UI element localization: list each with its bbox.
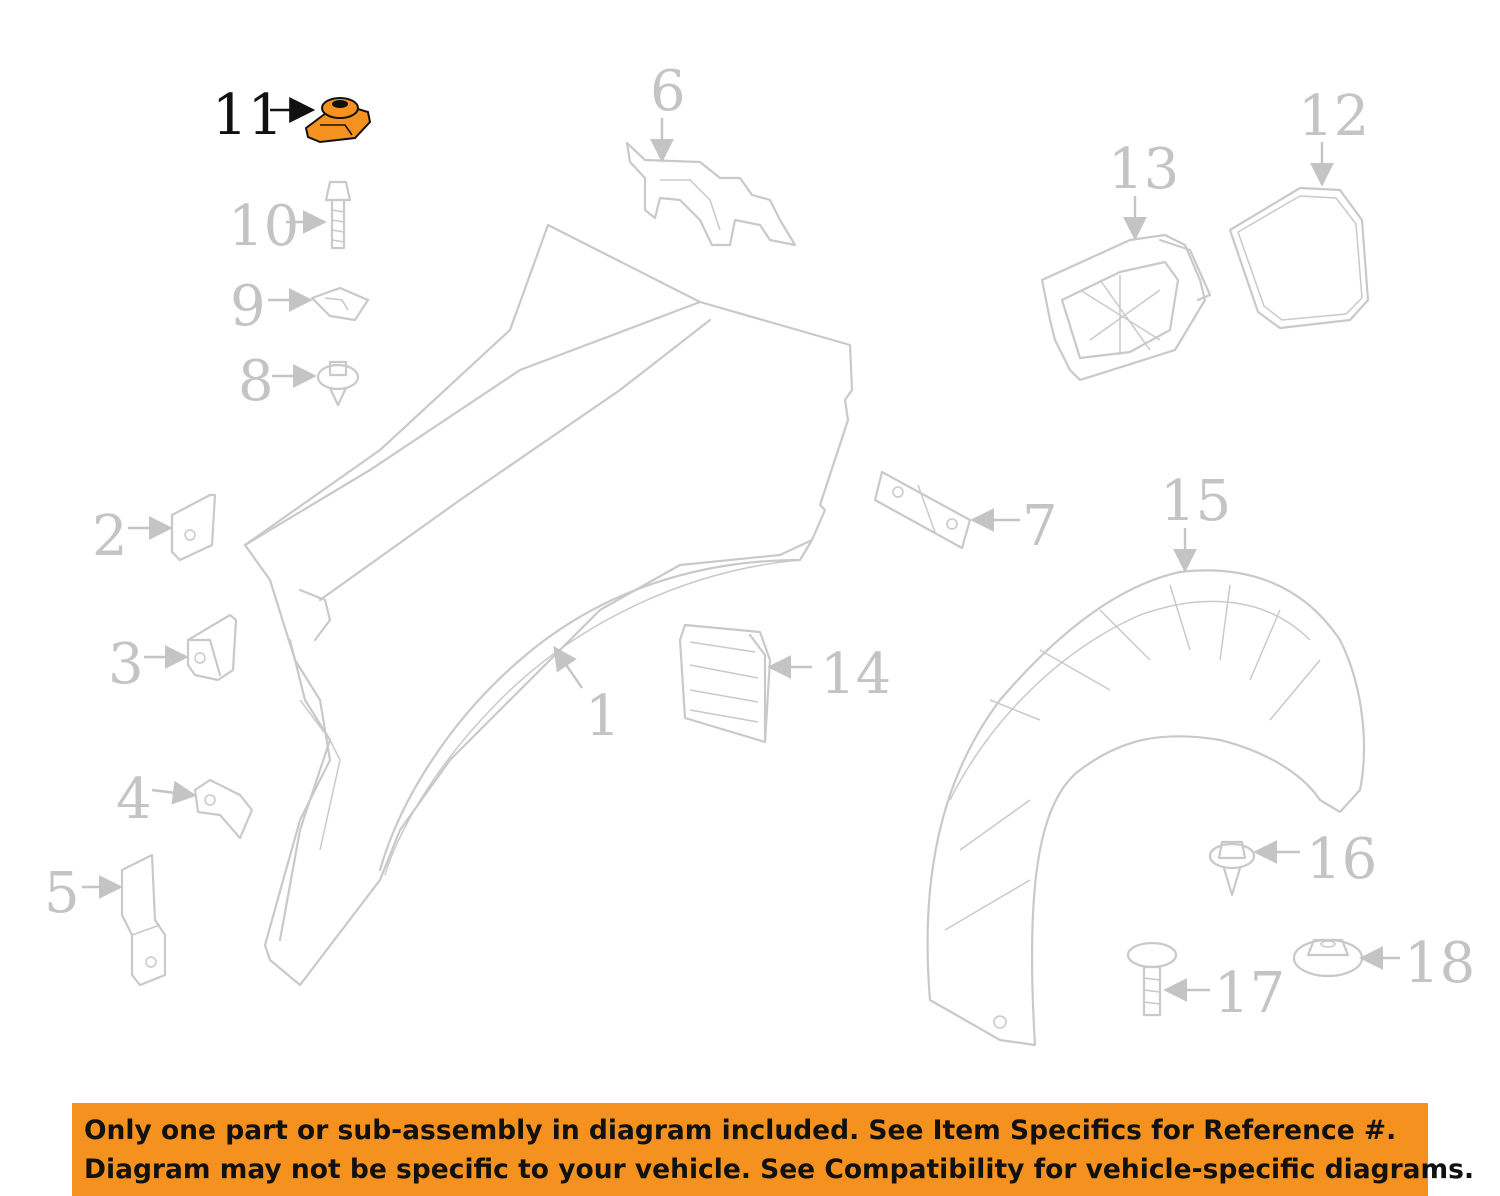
part-5-strap: 5	[44, 853, 167, 987]
part-13-filler-housing: 13	[1040, 137, 1212, 382]
part-7-plate: 7	[873, 470, 1058, 559]
part-2-bracket: 2	[92, 493, 217, 569]
callout-13[interactable]: 13	[1108, 137, 1179, 202]
part-6-reinforcement: 6	[625, 59, 797, 247]
part-18-nut: 18	[1292, 931, 1475, 996]
part-17-bolt: 17	[1126, 941, 1285, 1026]
part-16-screw: 16	[1208, 827, 1377, 897]
part-11-nut-highlighted[interactable]: 11	[212, 83, 372, 148]
part-10-bolt: 10	[228, 180, 352, 259]
part-1-fender: 1	[243, 223, 854, 987]
part-4-bracket: 4	[116, 767, 254, 840]
callout-4[interactable]: 4	[116, 767, 152, 832]
callout-12[interactable]: 12	[1298, 84, 1369, 149]
callout-16[interactable]: 16	[1306, 827, 1377, 892]
callout-10[interactable]: 10	[228, 194, 299, 259]
part-12-fuel-door: 12	[1228, 84, 1369, 330]
part-14-vent: 14	[678, 623, 891, 744]
callout-9[interactable]: 9	[230, 274, 266, 339]
part-8-screw: 8	[238, 349, 360, 414]
callout-11[interactable]: 11	[212, 83, 283, 148]
callout-6[interactable]: 6	[650, 59, 686, 124]
part-9-clip: 9	[230, 274, 370, 339]
disclaimer-line-2: Diagram may not be specific to your vehi…	[84, 1154, 1475, 1185]
callout-14[interactable]: 14	[820, 642, 891, 707]
callout-17[interactable]: 17	[1214, 961, 1285, 1026]
disclaimer-line-1: Only one part or sub-assembly in diagram…	[84, 1115, 1397, 1146]
callout-3[interactable]: 3	[108, 632, 144, 697]
callout-15[interactable]: 15	[1160, 469, 1231, 534]
callout-8[interactable]: 8	[238, 349, 274, 414]
callout-2[interactable]: 2	[92, 504, 128, 569]
callout-1[interactable]: 1	[585, 684, 621, 749]
disclaimer-banner: Only one part or sub-assembly in diagram…	[72, 1103, 1475, 1196]
callout-5[interactable]: 5	[44, 861, 80, 926]
callout-7[interactable]: 7	[1022, 494, 1058, 559]
callout-18[interactable]: 18	[1404, 931, 1475, 996]
part-3-bracket: 3	[108, 613, 238, 697]
part-15-liner: 15	[926, 469, 1366, 1047]
